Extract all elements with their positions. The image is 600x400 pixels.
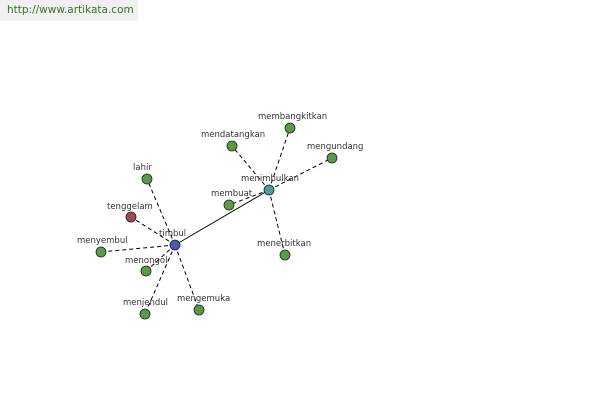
node-label-menjendul[interactable]: menjendul [123,298,168,308]
edge-menimbulkan-membangkitkan [268,127,291,191]
node-menongol[interactable]: menongol [125,256,167,277]
node-tenggelam[interactable]: tenggelam [107,202,153,223]
node-label-mengemuka[interactable]: mengemuka [177,294,230,304]
edge-menimbulkan-mendatangkan [231,145,270,191]
node-label-mengundang[interactable]: mengundang [307,142,363,152]
node-mendatangkan[interactable]: mendatangkan [201,130,265,152]
node-menyembul[interactable]: menyembul [77,236,128,258]
edge-timbul-lahir [146,178,176,246]
node-menimbulkan[interactable]: menimbulkan [241,174,299,196]
url-banner[interactable]: http://www.artikata.com [0,0,138,21]
node-circle-menjendul[interactable] [139,308,151,320]
node-circle-menerbitkan[interactable] [279,249,291,261]
node-mengundang[interactable]: mengundang [307,142,363,164]
node-circle-membuat[interactable] [223,199,235,211]
node-circle-tenggelam[interactable] [125,211,137,223]
node-mengemuka[interactable]: mengemuka [177,294,230,316]
graph-nodes: timbul menimbulkan membangkitkan mendatangk… [77,112,363,320]
node-label-tenggelam[interactable]: tenggelam [107,202,153,212]
edge-timbul-menyembul [100,244,176,253]
node-menjendul[interactable]: menjendul [123,298,168,320]
edge-timbul-menjendul [144,244,176,315]
node-circle-membangkitkan[interactable] [284,122,296,134]
node-timbul[interactable]: timbul [159,229,186,251]
edge-menimbulkan-membuat [228,189,270,206]
node-membuat[interactable]: membuat [211,189,253,211]
node-label-membangkitkan[interactable]: membangkitkan [258,112,327,122]
edge-menimbulkan-mengundang [268,157,333,191]
node-lahir[interactable]: lahir [133,163,153,185]
node-circle-timbul[interactable] [169,239,181,251]
node-label-mendatangkan[interactable]: mendatangkan [201,130,265,140]
edge-timbul-mengemuka [174,244,200,311]
node-circle-menimbulkan[interactable] [263,184,275,196]
edge-timbul-tenggelam [130,216,176,246]
node-circle-menyembul[interactable] [95,246,107,258]
node-label-menerbitkan[interactable]: menerbitkan [257,239,311,249]
node-label-membuat[interactable]: membuat [211,189,253,199]
node-menerbitkan[interactable]: menerbitkan [257,239,311,261]
node-label-lahir[interactable]: lahir [133,163,152,173]
edge-timbul-menimbulkan [174,189,270,246]
node-circle-menongol[interactable] [140,265,152,277]
node-label-menimbulkan[interactable]: menimbulkan [241,174,299,184]
node-label-menyembul[interactable]: menyembul [77,236,128,246]
node-circle-mengemuka[interactable] [193,304,205,316]
node-label-menongol[interactable]: menongol [125,256,167,266]
node-label-timbul[interactable]: timbul [159,229,186,239]
node-circle-mengundang[interactable] [326,152,338,164]
node-circle-lahir[interactable] [141,173,153,185]
node-circle-mendatangkan[interactable] [226,140,238,152]
graph-edges [100,127,333,315]
node-membangkitkan[interactable]: membangkitkan [258,112,327,134]
